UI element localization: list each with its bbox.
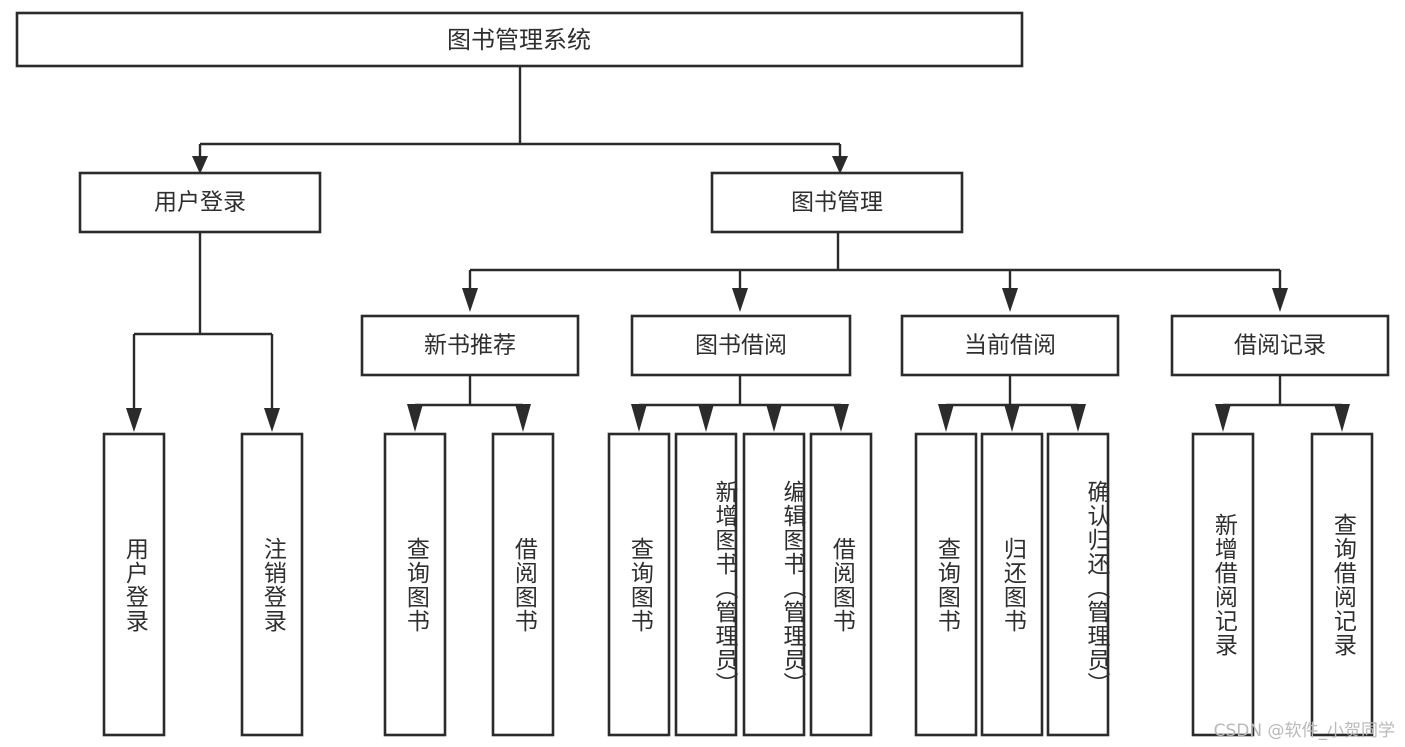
- node-borrow-record-box[interactable]: [1170, 314, 1390, 377]
- leaf-box-query-book-1[interactable]: [383, 432, 447, 737]
- node-root[interactable]: 图书管理系统: [15, 11, 1024, 68]
- connector-path: [198, 66, 842, 158]
- connector-path: [1221, 375, 1344, 414]
- leaf-box-query-book-3[interactable]: [914, 432, 978, 737]
- leaf-box-query-book-2[interactable]: [607, 432, 671, 737]
- leaf-box-query-borrow-record[interactable]: [1310, 432, 1374, 737]
- arrow-icon: [126, 408, 142, 432]
- node-user-login-box[interactable]: [78, 171, 322, 234]
- arrow-icon: [698, 404, 714, 432]
- connector-path: [637, 375, 843, 414]
- connector-path: [468, 232, 1282, 290]
- arrow-icon: [832, 156, 848, 174]
- arrow-icon: [938, 404, 954, 432]
- leaf-box-return-book[interactable]: [980, 432, 1044, 737]
- node-current-borrow-box[interactable]: [900, 314, 1120, 377]
- node-book-manage-box[interactable]: [710, 171, 964, 234]
- arrow-icon: [192, 156, 208, 174]
- node-user-login-label: 用户登录: [154, 190, 246, 216]
- arrow-icon: [1070, 404, 1086, 432]
- node-book-borrow-label: 图书借阅: [695, 333, 787, 359]
- connector-bookborrow-to-leaves: [631, 375, 849, 432]
- arrow-icon: [1002, 288, 1018, 312]
- connector-path: [413, 375, 525, 414]
- node-current-borrow[interactable]: 当前借阅: [900, 314, 1120, 377]
- leaf-box-borrow-book-2[interactable]: [809, 432, 873, 737]
- arrow-icon: [1334, 404, 1350, 432]
- arrow-icon: [732, 288, 748, 312]
- node-book-borrow-box[interactable]: [630, 314, 852, 377]
- node-root-label: 图书管理系统: [447, 26, 591, 54]
- node-book-borrow[interactable]: 图书借阅: [630, 314, 852, 377]
- arrow-icon: [407, 404, 423, 432]
- node-new-book-recommend[interactable]: 新书推荐: [360, 314, 580, 377]
- node-new-book-recommend-label: 新书推荐: [424, 333, 516, 359]
- arrow-icon: [515, 404, 531, 432]
- node-user-login[interactable]: 用户登录: [78, 171, 322, 234]
- watermark-text: CSDN @软件_小贺同学: [1213, 721, 1395, 741]
- connector-currentborrow-to-leaves: [938, 375, 1086, 432]
- arrow-icon: [766, 404, 782, 432]
- leaf-box-logout-login[interactable]: [240, 432, 304, 737]
- connector-bookmanage-to-level3: [462, 232, 1288, 312]
- arrow-icon: [631, 404, 647, 432]
- node-borrow-record[interactable]: 借阅记录: [1170, 314, 1390, 377]
- leaf-box-add-borrow-record[interactable]: [1191, 432, 1255, 737]
- node-current-borrow-label: 当前借阅: [964, 333, 1056, 359]
- leaf-box-confirm-return-admin[interactable]: [1046, 432, 1110, 737]
- arrow-icon: [462, 288, 478, 312]
- arrow-icon: [833, 404, 849, 432]
- connector-newbook-to-leaves: [407, 375, 531, 432]
- connector-borrowrecord-to-leaves: [1215, 375, 1350, 432]
- node-root-box[interactable]: [15, 11, 1024, 68]
- leaf-box-user-login[interactable]: [102, 432, 166, 737]
- connector-path: [132, 232, 274, 410]
- node-book-manage-label: 图书管理: [791, 190, 883, 216]
- leaf-box-edit-book-admin[interactable]: [742, 432, 806, 737]
- arrow-icon: [1215, 404, 1231, 432]
- node-book-manage[interactable]: 图书管理: [710, 171, 964, 234]
- node-borrow-record-label: 借阅记录: [1234, 333, 1326, 359]
- leaf-box-add-book-admin[interactable]: [674, 432, 738, 737]
- arrow-icon: [264, 408, 280, 432]
- node-new-book-recommend-box[interactable]: [360, 314, 580, 377]
- leaf-box-borrow-book-1[interactable]: [491, 432, 555, 737]
- arrow-icon: [1272, 288, 1288, 312]
- connector-root-to-level2: [192, 66, 848, 174]
- arrow-icon: [1004, 404, 1020, 432]
- connector-userlogin-to-leaves: [126, 232, 280, 432]
